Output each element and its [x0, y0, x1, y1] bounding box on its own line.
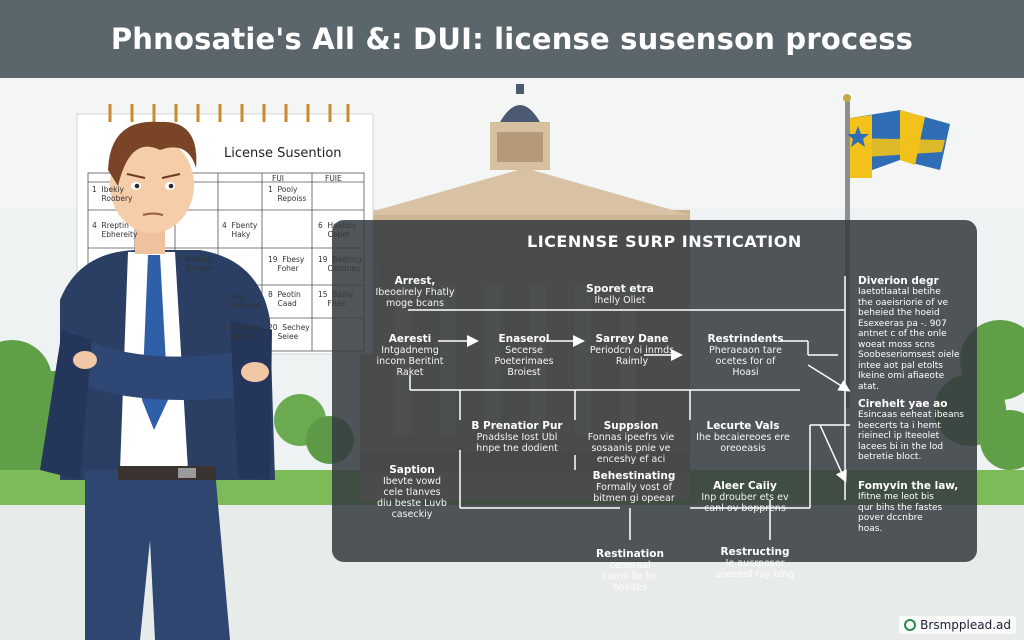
calendar-cell: 1 Ibekiy Roobery	[92, 185, 133, 203]
side-note: Fomyvin the law,Ifitne me leot bis qur b…	[858, 480, 970, 534]
flow-node-title: Sarrey Dane	[595, 333, 669, 345]
flow-node-text: Ie aucroeser soeeled ray bing	[715, 558, 795, 580]
flow-node-title: Suppsion	[603, 420, 659, 432]
flow-node-title: Aeresti	[388, 333, 432, 345]
flow-node-text: Pnadslse Iost Ubl hnpe tne dodient	[476, 432, 558, 454]
calendar-header: FUIE	[325, 174, 342, 183]
flow-node-text: Intgadnemg incom Beritint Raket	[376, 345, 444, 378]
flow-node-text: Periodcn oi inmds Raimly	[589, 345, 675, 367]
flow-node-title: Sporet etra	[586, 283, 654, 295]
calendar-cell: 1 Edeing Deeirny	[222, 323, 261, 341]
copyright-icon	[904, 619, 917, 631]
flow-node-text: Ibevte vowd cele tlanves diu beste Luvb …	[377, 476, 447, 520]
man-figure-icon	[40, 121, 275, 640]
flow-node-text: Secerse Poeterimaes Broiest	[494, 345, 554, 378]
flow-node-text: Fonnas ipeefrs vie sosaanis pnie ve ence…	[587, 432, 675, 465]
side-note-title: Fomyvin the law,	[858, 480, 959, 492]
calendar-cell: 5 Berting Durebe	[176, 255, 213, 273]
flow-node-title: Behestinating	[592, 470, 676, 482]
calendar-cell: 1 Pooiy Repoiss	[268, 185, 307, 203]
side-note-text: Iaetotlaatal betihe the oaeisriorie of v…	[858, 287, 960, 392]
flow-node-title: Restructing	[720, 546, 790, 558]
calendar-cell: 4 Fbenty Haky	[222, 221, 258, 239]
side-note-title: Diverion degr	[858, 275, 939, 287]
flow-node-text: Ibeoeirely Fhatly moge bcans	[375, 287, 455, 309]
flow-node-arrest: Arrest,Ibeoeirely Fhatly moge bcans	[365, 275, 465, 309]
flow-node-title: Lecurte Vals	[706, 420, 780, 432]
flow-node-text: Formally vost of bitmen gi opeear	[593, 482, 675, 504]
flow-node-title: Enaserol	[498, 333, 550, 345]
side-note-text: Ifitne me leot bis qur bihs the fastes p…	[858, 492, 943, 534]
flow-node-title: Saption	[389, 464, 435, 476]
flow-node-title: Arrest,	[394, 275, 436, 287]
flow-node-text: Ihe becaiereoes ere oreoeasis	[696, 432, 790, 454]
title-banner: Phnosatie's All &: DUI: license susenson…	[0, 0, 1024, 78]
flow-node-title: Restrindents	[707, 333, 784, 345]
watermark-text: Brsmpplead.ad	[920, 618, 1011, 632]
calendar-cell: 2 buy Foberes	[222, 292, 261, 310]
flow-node-title: Aleer Caiiy	[713, 480, 777, 492]
calendar-cell: 8 Peotin Caad	[268, 290, 301, 308]
flow-node-text: Inp drouber ets ev canl ov bopprens	[701, 492, 789, 514]
side-note-title: Cirehelt yae ao	[858, 398, 948, 410]
flow-panel	[332, 220, 977, 562]
calendar-header: FUI	[272, 174, 285, 183]
calendar-cell: 19 Fbesy Foher	[268, 255, 305, 273]
flow-node-title: B Prenatior Pur	[471, 420, 563, 432]
flow-node-text: Pheraeaon tare ocetes for of Hoasi	[709, 345, 782, 378]
calendar-title: License Susention	[224, 146, 342, 161]
watermark: Brsmpplead.ad	[899, 616, 1016, 634]
flow-node-text: Ihelly Oliet	[594, 295, 646, 306]
flow-node-text: ceneraal comll lle he hosites	[602, 560, 658, 593]
page-title: Phnosatie's All &: DUI: license susenson…	[110, 22, 914, 56]
calendar-cell: 20 Sechey Seiee	[268, 323, 310, 341]
flow-node-title: Restination	[596, 548, 664, 560]
calendar-cell: 4 Rreptin Ebhereity	[92, 221, 138, 239]
flow-title: LICENNSE SURP INSTICATION	[527, 232, 802, 251]
side-note-text: Esincaas eeheat ibeans beecerts ta i hem…	[858, 410, 964, 462]
